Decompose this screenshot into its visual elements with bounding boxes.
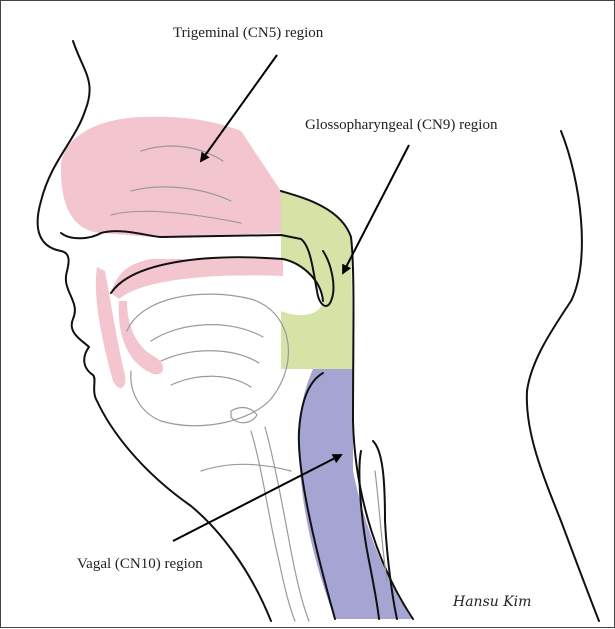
hyoid-outline [231,408,257,423]
tongue-contour-3 [171,376,251,387]
neck-structure-1 [201,464,291,471]
vagal-label: Vagal (CN10) region [77,556,203,572]
trigeminal-region [61,117,283,299]
artist-signature: Hansu Kim [452,594,531,610]
tongue-contour-2 [161,351,259,363]
back-of-neck-outline [527,131,599,621]
trigeminal-label: Trigeminal (CN5) region [173,25,324,41]
glossopharyngeal-region [281,191,353,369]
glossopharyngeal-arrow [343,145,409,273]
vagal-region [299,369,413,619]
glossopharyngeal-label: Glossopharyngeal (CN9) region [305,117,498,133]
tongue-contour-1 [151,325,263,341]
